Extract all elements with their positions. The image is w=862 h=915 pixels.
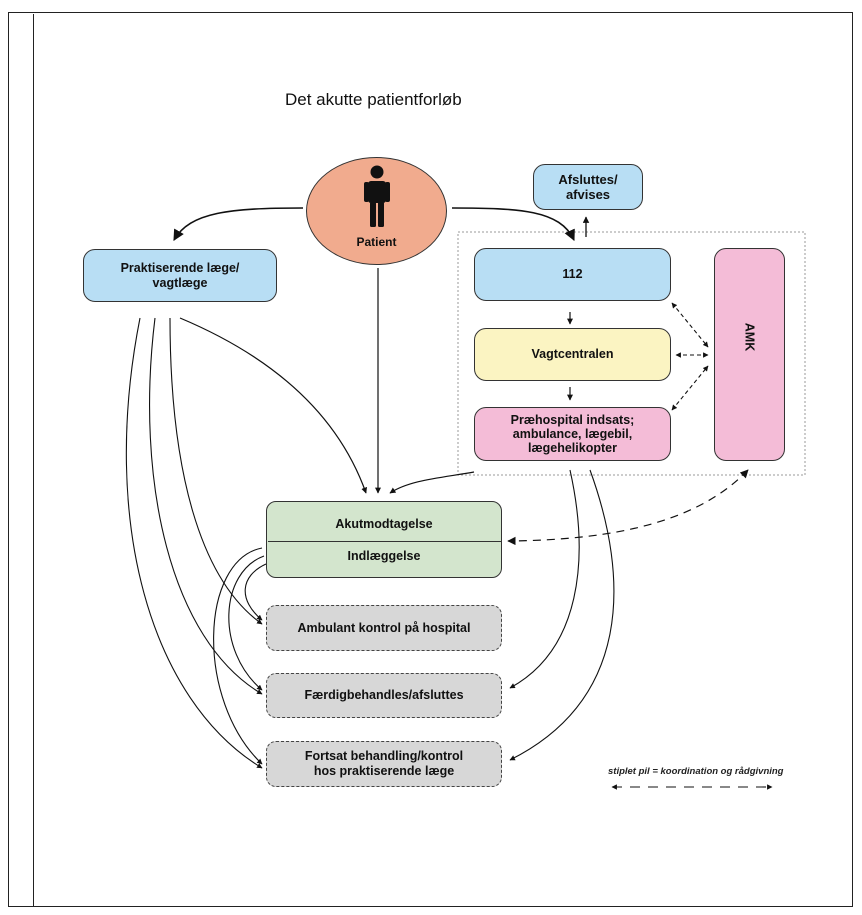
frame-inner-left [33, 14, 34, 907]
ambulant-node: Ambulant kontrol på hospital [266, 605, 502, 651]
frame-top [8, 12, 853, 13]
akutmodtagelse-label: Akutmodtagelse [335, 516, 433, 531]
arrow-praehospital-to-fortsat [509, 469, 615, 761]
amk-node [714, 248, 785, 461]
fortsat-node: Fortsat behandling/kontrol hos praktiser… [266, 741, 502, 787]
legend-text: stiplet pil = koordination og rådgivning [608, 766, 784, 777]
node-112: 112 [474, 248, 671, 301]
arrow-akut-to-faerdig [228, 555, 265, 691]
dashed-praehospital-amk [671, 365, 709, 411]
praehospital-node: Præhospital indsats; ambulance, lægebil,… [474, 407, 671, 461]
arrow-praktiserende-to-fortsat [125, 317, 263, 769]
vagtcentralen-node: Vagtcentralen [474, 328, 671, 381]
patient-node [306, 157, 447, 265]
patient-label: Patient [356, 235, 397, 249]
afsluttes-node: Afsluttes/ afvises [533, 164, 643, 210]
arrow-praehospital-to-faerdig [509, 469, 580, 689]
akutmodtagelse-node: Akutmodtagelse Indlæggelse [266, 501, 502, 578]
coordination-region [457, 231, 806, 476]
arrow-praehospital-to-akut [389, 471, 475, 494]
arrow-akut-to-ambulant [244, 563, 267, 621]
arrow-praktiserende-to-akut [179, 317, 368, 494]
diagram-title: Det akutte patientforløb [285, 90, 462, 109]
arrow-praktiserende-to-faerdig [149, 317, 263, 695]
frame-right [852, 12, 853, 907]
dashed-amk-akut [507, 469, 749, 546]
frame-outer-left [8, 12, 9, 907]
arrow-patient-to-praktiserende [173, 207, 304, 241]
arrow-akut-to-fortsat [213, 547, 263, 765]
arrow-praktiserende-to-ambulant [169, 317, 263, 625]
akut-divider [268, 541, 501, 542]
praktiserende-node: Praktiserende læge/ vagtlæge [83, 249, 277, 302]
frame-bottom [8, 906, 853, 907]
dashed-112-amk [671, 302, 709, 348]
arrow-patient-to-112 [451, 207, 575, 242]
faerdig-node: Færdigbehandles/afsluttes [266, 673, 502, 718]
amk-label: AMK [742, 322, 757, 352]
indlaeggelse-label: Indlæggelse [347, 549, 421, 564]
